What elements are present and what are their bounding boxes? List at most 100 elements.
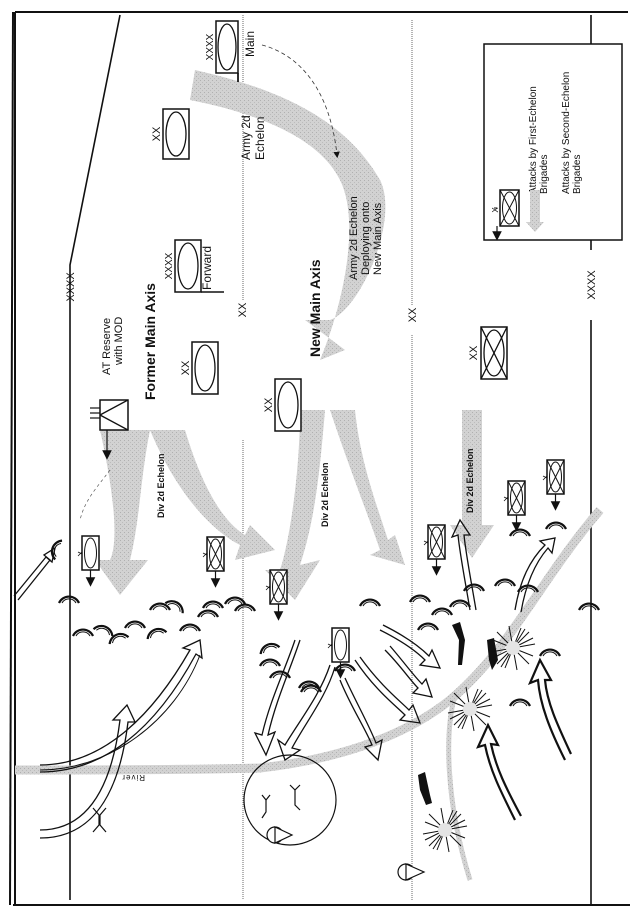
- right-division-mark: XX: [468, 345, 480, 360]
- first-echelon-attack-arrows: [13, 518, 572, 839]
- army-boundary-mark-left: XXXX: [65, 272, 77, 302]
- attack-arrow: [13, 546, 56, 601]
- ferry-symbol: [266, 826, 294, 844]
- army-2d-echelon-division-symbol: [162, 108, 190, 160]
- defensive-position-arc: [416, 622, 440, 632]
- main-cp-symbol: [215, 20, 239, 82]
- legend-first-echelon-line1: Attacks by First-Echelon: [528, 86, 539, 194]
- div-2d-echelon-arrow-2b: [330, 410, 405, 565]
- defensive-position-arc: [508, 698, 532, 708]
- army-2d-echelon-label-1: Army 2d: [239, 115, 253, 160]
- brigade-symbol-mech: [202, 536, 225, 588]
- defensive-position-arc: [223, 596, 247, 606]
- div-2d-echelon-label-1: Div 2d Echelon: [156, 453, 166, 518]
- div-2d-echelon-arrow-1b: [150, 430, 275, 560]
- brigade-symbol-mech: [423, 524, 446, 576]
- army-2d-echelon-label-2: Echelon: [253, 117, 267, 160]
- brigade-symbol: [327, 627, 350, 679]
- former-axis-division-mark: XX: [180, 360, 192, 375]
- defensive-position-arc: [358, 598, 382, 608]
- division-boundary-mark: XX: [237, 302, 249, 317]
- at-reserve-symbol: [90, 399, 129, 460]
- div-2d-echelon-arrow-3: [450, 410, 494, 558]
- river-label: River: [121, 773, 145, 782]
- forward-cp-echelon-mark: XXXX: [164, 252, 175, 279]
- main-cp-echelon-mark: XXXX: [205, 33, 216, 60]
- defensive-position-arc: [333, 663, 357, 673]
- new-main-axis-label: New Main Axis: [307, 259, 323, 357]
- attack-arrow: [450, 518, 477, 611]
- attack-arrow: [39, 639, 203, 773]
- obstacle: [418, 772, 432, 805]
- defensive-position-arc: [299, 684, 323, 694]
- former-axis-division-symbol: [191, 341, 219, 395]
- fire-strike-burst: [447, 686, 493, 732]
- defensive-position-arc: [148, 602, 172, 612]
- deploying-label-2: Deploying onto: [360, 202, 372, 275]
- attack-arrow: [276, 664, 336, 762]
- defensive-position-arc: [57, 595, 81, 605]
- frame-left-edge: [9, 11, 14, 906]
- defensive-position-arc: [164, 596, 187, 615]
- brigade-symbol: [77, 535, 100, 587]
- defensive-position-arc: [178, 623, 202, 633]
- at-reserve-move-arrow: [79, 469, 111, 521]
- army-2d-echelon-arrow: [190, 70, 386, 360]
- obstacle: [487, 638, 498, 670]
- legend-second-echelon-symbol: [526, 190, 544, 232]
- division-boundary-mark-2: XX: [407, 307, 419, 322]
- deploying-label-1: Army 2d Echelon: [348, 196, 360, 280]
- brigade-symbol-mech: [265, 569, 288, 621]
- defensive-position-arc: [268, 670, 292, 680]
- river: [14, 507, 604, 775]
- defensive-position-arc: [516, 584, 540, 594]
- defensive-position-arc: [430, 607, 454, 617]
- attack-arrow: [379, 624, 442, 669]
- attack-arrow: [476, 722, 522, 821]
- defensive-position-arc: [493, 578, 517, 588]
- main-cp-move-arrow: [261, 44, 340, 159]
- defensive-position-arc: [577, 602, 601, 612]
- at-reserve-label-2: with MOD: [113, 317, 125, 366]
- right-division-symbol: [480, 326, 508, 380]
- attack-arrow: [384, 645, 433, 698]
- frame-border: [13, 11, 630, 906]
- defensive-position-arc: [448, 599, 472, 609]
- defensive-position-arc: [196, 609, 220, 619]
- legend: X Attacks by First-Echelon Brigades Atta…: [483, 43, 623, 241]
- brigade-symbol-mech: [503, 480, 526, 532]
- new-axis-division-mark: XX: [263, 397, 275, 412]
- brigade-symbol-mech: [542, 459, 565, 511]
- defensive-position-arc: [258, 658, 282, 668]
- forward-cp-label: Forward: [200, 246, 214, 290]
- attack-arrow: [514, 537, 556, 613]
- legend-first-echelon-line2: Brigades: [539, 155, 550, 194]
- crossing-bridge-symbol: [261, 784, 301, 819]
- defensive-position-arc: [123, 620, 147, 630]
- army-boundary-left: [69, 14, 121, 900]
- defensive-position-arc: [201, 600, 225, 610]
- div-2d-echelon-label-2: Div 2d Echelon: [320, 462, 330, 527]
- attack-arrow: [39, 703, 137, 839]
- div-2d-echelon-arrow-1: [95, 430, 150, 595]
- defensive-position-arc: [144, 625, 168, 641]
- main-cp-label: Main: [243, 31, 257, 57]
- legend-second-echelon-line1: Attacks by Second-Echelon: [561, 72, 572, 194]
- fire-strike-burst: [422, 807, 468, 853]
- attack-arrow: [253, 639, 301, 757]
- former-main-axis-label: Former Main Axis: [142, 283, 158, 400]
- defensive-position-arc: [538, 648, 562, 658]
- defensive-position-arc: [92, 622, 116, 638]
- forward-cp-symbol: [174, 239, 224, 293]
- at-reserve-label-1: AT Reserve: [101, 318, 113, 375]
- obstacle: [452, 622, 465, 665]
- bridge-symbol: [92, 807, 107, 833]
- defensive-position-arc: [462, 583, 486, 593]
- legend-second-echelon-line2: Brigades: [572, 155, 583, 194]
- army-boundary-mark-right: XXXX: [586, 270, 598, 300]
- former-axis-curve-arrow: [39, 654, 201, 771]
- new-axis-division-symbol: [274, 378, 302, 432]
- attack-arrow: [354, 656, 422, 724]
- deploying-label-3: New Main Axis: [372, 202, 384, 275]
